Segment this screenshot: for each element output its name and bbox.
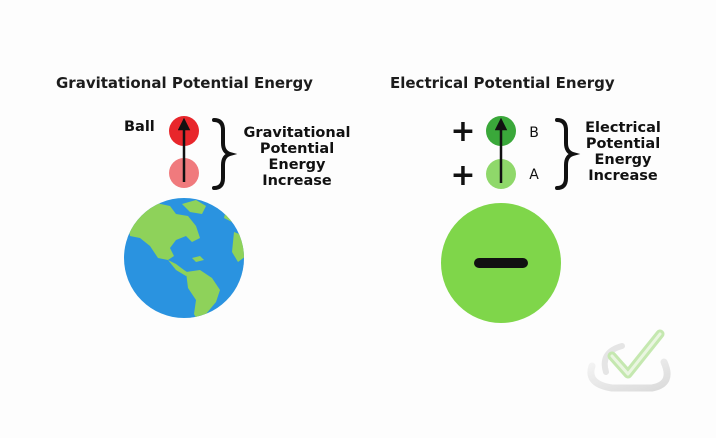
gravitational-increase-text: Gravitational Potential Energy Increase: [244, 125, 351, 189]
negative-charge-sphere-icon: [441, 203, 561, 323]
increase-line-2: Potential: [260, 141, 334, 157]
increase-line-4: Increase: [588, 168, 658, 184]
electrical-panel: Electrical Potential Energy + + B A Elec…: [390, 74, 661, 323]
increase-line-2: Potential: [586, 136, 660, 152]
checkmark-watermark-logo: [587, 329, 671, 392]
increase-line-1: Electrical: [585, 120, 661, 136]
electrical-increase-text: Electrical Potential Energy Increase: [585, 120, 661, 184]
right-curly-brace-icon: [212, 118, 238, 190]
point-b-label: B: [529, 125, 539, 141]
increase-line-3: Energy: [594, 152, 652, 168]
increase-line-1: Gravitational: [244, 125, 351, 141]
increase-line-3: Energy: [268, 157, 326, 173]
increase-line-4: Increase: [262, 173, 332, 189]
earth-globe-icon: [124, 198, 244, 318]
right-curly-brace-icon: [555, 118, 581, 190]
gravitational-panel: Gravitational Potential Energy Ball Grav…: [56, 74, 351, 318]
ball-label: Ball: [124, 119, 155, 135]
gravitational-title: Gravitational Potential Energy: [56, 74, 313, 92]
electrical-title: Electrical Potential Energy: [390, 74, 615, 92]
minus-sign-icon: [474, 258, 528, 268]
plus-sign-icon-top: +: [450, 114, 475, 149]
point-a-label: A: [529, 167, 539, 183]
plus-sign-icon-bottom: +: [450, 158, 475, 193]
